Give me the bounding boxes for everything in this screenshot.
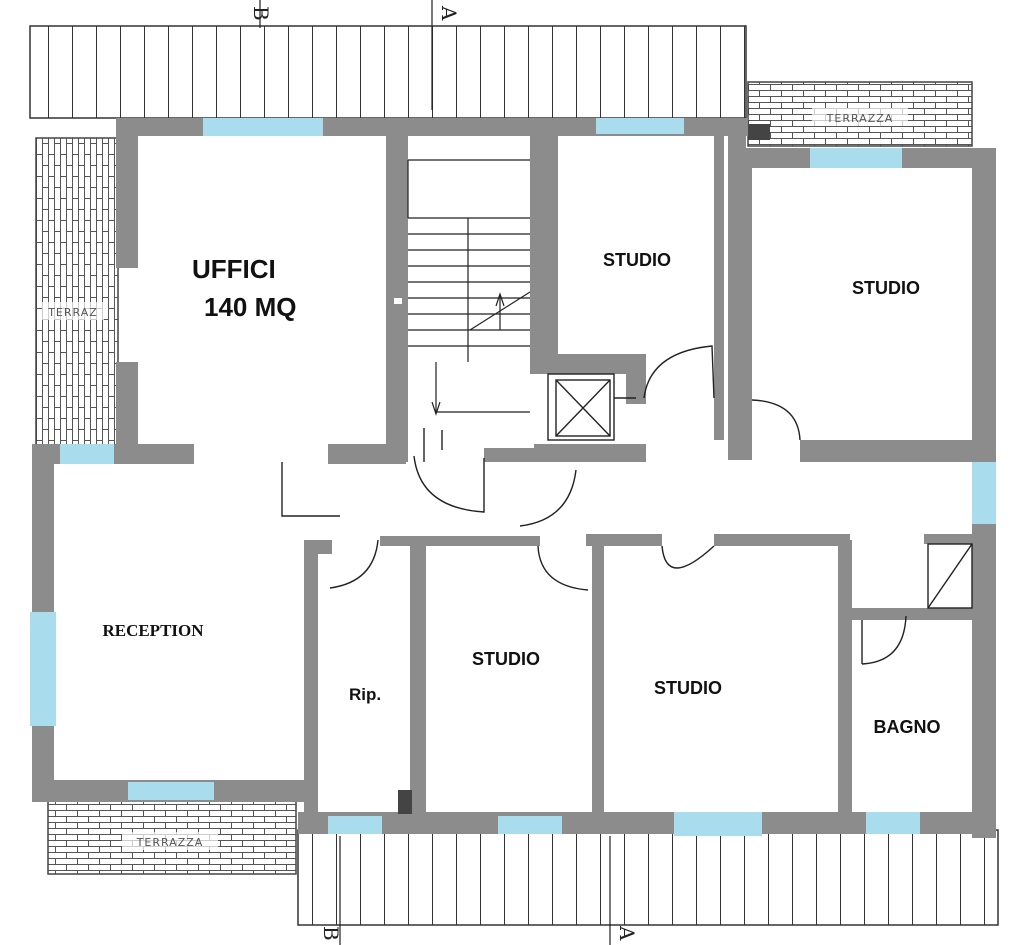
door-swings <box>281 345 907 665</box>
section-mark-top-b: B <box>249 6 273 21</box>
misc-marks <box>394 124 770 814</box>
terrace-top-right-label: TERRAZZA <box>826 112 894 125</box>
balcony-bottom <box>297 829 999 926</box>
room-studio-top-right: STUDIO <box>852 278 920 298</box>
room-bagno: BAGNO <box>874 717 941 737</box>
terrace-bottom-left: TERRAZZA <box>47 799 297 875</box>
section-letters: B A B A <box>249 5 639 941</box>
terrace-left-label: TERRAZ <box>47 306 98 319</box>
section-markers <box>259 0 611 945</box>
room-labels: UFFICI 140 MQ STUDIO STUDIO RECEPTION Ri… <box>102 250 940 737</box>
plan-area: 140 MQ <box>204 292 297 322</box>
window-reception-bottom <box>128 782 214 800</box>
terrace-top-right: TERRAZZA <box>747 81 973 147</box>
elevator <box>547 373 636 441</box>
window-studio-top <box>596 118 684 134</box>
terrace-left: TERRAZ <box>35 137 119 449</box>
windows <box>30 118 996 836</box>
walls <box>32 118 996 838</box>
section-mark-bottom-b: B <box>319 926 343 941</box>
room-studio-bottom-left: STUDIO <box>472 649 540 669</box>
window-reception-left <box>30 612 56 726</box>
room-studio-bottom-center: STUDIO <box>654 678 722 698</box>
balcony-top <box>29 25 747 119</box>
window-studio-top-right <box>810 148 902 168</box>
bagno-duct <box>927 543 973 609</box>
plan-title: UFFICI <box>192 254 276 284</box>
window-terrace-left <box>60 444 114 464</box>
room-ripostiglio: Rip. <box>349 685 381 704</box>
section-mark-bottom-a: A <box>615 925 639 941</box>
section-mark-top-a: A <box>437 5 461 21</box>
terrace-bottom-left-label: TERRAZZA <box>136 836 204 849</box>
window-studio-bottom-center <box>674 812 762 836</box>
window-rip <box>328 816 382 834</box>
window-studio-bottom-left <box>498 816 562 834</box>
window-bagno <box>866 812 920 834</box>
room-reception: RECEPTION <box>102 621 204 640</box>
staircase <box>407 159 531 416</box>
window-uffici-top <box>203 118 323 136</box>
window-right <box>972 462 996 524</box>
room-studio-top-center: STUDIO <box>603 250 671 270</box>
